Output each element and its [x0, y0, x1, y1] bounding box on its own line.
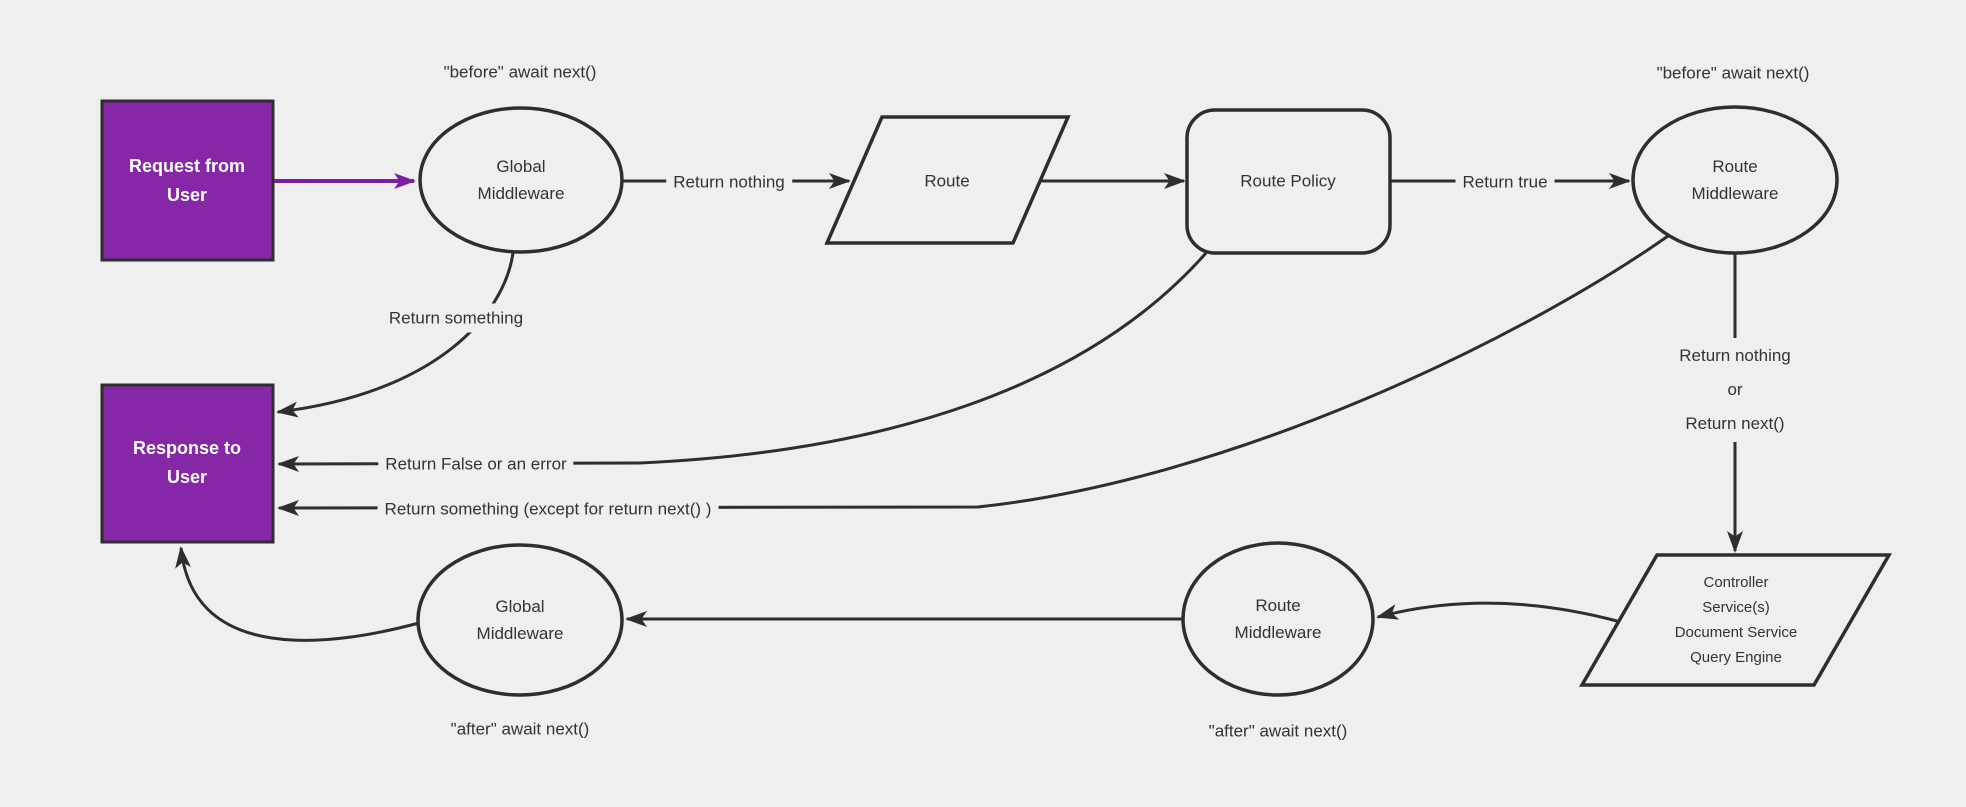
route-policy-label: Route Policy: [1240, 171, 1336, 191]
controller-services-label: Controller Service(s) Document Service Q…: [1674, 574, 1798, 666]
return-true-label: Return true: [1455, 167, 1555, 197]
before-await-next-right-label: "before" await next(): [1656, 63, 1810, 83]
return-nothing-label: Return nothing: [666, 167, 792, 197]
return-false-or-error-label: Return False or an error: [378, 449, 574, 479]
edge-route-middleware-return-something-to-response: [277, 234, 1669, 516]
response-to-user-box: [100, 383, 275, 544]
edge-route-policy-return-false-to-response: [277, 252, 1208, 472]
global-middleware-bottom-label: Global Middleware: [476, 597, 564, 643]
route-parallelogram: [824, 115, 1071, 245]
global-middleware-top-ellipse: [418, 106, 624, 254]
request-from-user-label: Request from User: [128, 156, 245, 205]
route-middleware-top-label: Route Middleware: [1691, 157, 1779, 203]
edge-global-middleware-bottom-to-response: [175, 546, 420, 642]
route-policy-rounded-rect: [1185, 108, 1392, 255]
global-middleware-bottom-ellipse: [416, 543, 624, 697]
request-from-user-box: [100, 99, 275, 262]
return-something-label: Return something: [381, 303, 531, 333]
route-middleware-bottom-ellipse: [1181, 541, 1375, 697]
route-middleware-top-ellipse: [1631, 105, 1839, 255]
route-middleware-bottom-label: Route Middleware: [1234, 596, 1322, 642]
return-something-except-label: Return something (except for return next…: [377, 494, 719, 524]
edge-global-middleware-return-something-to-response: [276, 252, 515, 418]
route-label: Route: [924, 171, 970, 191]
response-to-user-label: Response to User: [132, 438, 242, 487]
return-nothing-or-next-label: Return nothing or Return next(): [1672, 338, 1798, 442]
after-await-next-left-label: "after" await next(): [450, 719, 590, 739]
controller-parallelogram: [1578, 553, 1893, 687]
global-middleware-top-label: Global Middleware: [477, 157, 565, 203]
edge-controller-to-route-middleware-bottom: [1376, 601, 1618, 623]
before-await-next-left-label: "before" await next(): [443, 62, 597, 82]
after-await-next-right-label: "after" await next(): [1208, 721, 1348, 741]
